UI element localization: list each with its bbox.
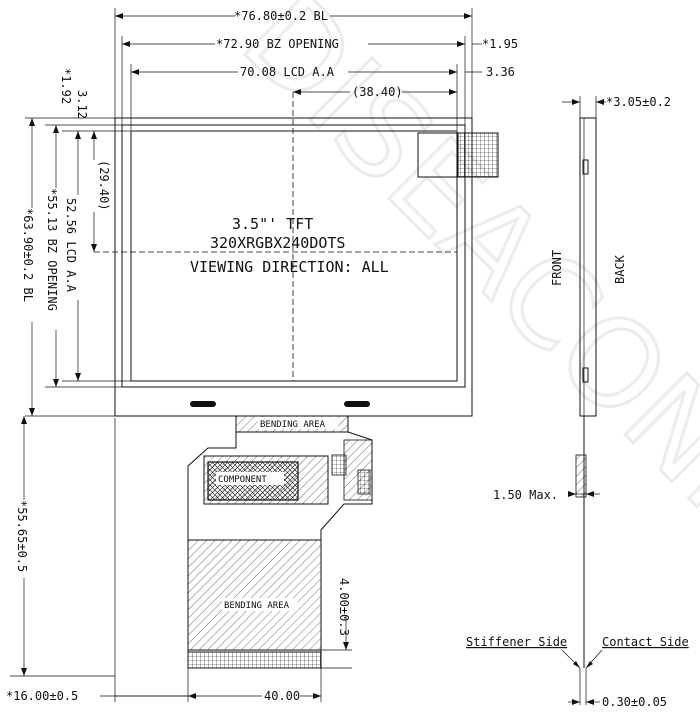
- bending-area-bottom-label: BENDING AREA: [224, 601, 290, 611]
- fpc-bending-area-top: BENDING AREA: [235, 415, 349, 433]
- top-offset-1-label: *1.92: [59, 68, 73, 104]
- dim-bl-height: *63.90±0.2 BL: [21, 118, 115, 417]
- component-area: COMPONENT: [207, 454, 371, 501]
- bl-width-label: *76.80±0.2 BL: [234, 9, 328, 23]
- component-label: COMPONENT: [218, 475, 267, 485]
- bezel-opening: [121, 124, 466, 388]
- right-offset-2-label: 3.36: [486, 65, 515, 79]
- back-label: BACK: [613, 254, 627, 284]
- bz-opening-height-label: *55.13 BZ OPENING: [45, 188, 59, 311]
- fpc-bending-area-bottom: BENDING AREA: [187, 539, 322, 669]
- dim-component-height: 1.50 Max.: [493, 488, 600, 502]
- fpc-length-label: *55.65±0.5: [15, 500, 29, 572]
- fpc-offset-label: *16.00±0.5: [6, 689, 78, 703]
- right-offset-1-label: *1.95: [482, 37, 518, 51]
- side-labels: Stiffener Side Contact Side 0.30±0.05: [466, 635, 689, 709]
- front-label: FRONT: [550, 250, 564, 286]
- fpc-thickness-label: 0.30±0.05: [602, 695, 667, 709]
- dim-left-offsets: *1.92 3.12: [25, 68, 131, 132]
- lcd-aa-width-label: 70.08 LCD A.A: [240, 65, 335, 79]
- side-view: *3.05±0.2 FRONT BACK: [550, 95, 671, 668]
- panel-size-label: 3.5"' TFT: [232, 215, 313, 233]
- panel-resolution-label: 320XRGBX240DOTS: [210, 234, 345, 252]
- dim-center-offset-y: (29.40): [91, 131, 111, 252]
- stiffener-side-label: Stiffener Side: [466, 635, 567, 649]
- dim-right-offset-1: *1.95: [472, 37, 518, 51]
- dim-fpc-length: *55.65±0.5: [10, 416, 115, 677]
- component-height-label: 1.50 Max.: [493, 488, 558, 502]
- lcd-active-area: [94, 92, 458, 382]
- viewing-direction-label: VIEWING DIRECTION: ALL: [190, 258, 389, 276]
- top-offset-2-label: 3.12: [75, 90, 89, 119]
- contact-side-label: Contact Side: [602, 635, 689, 649]
- dim-fpc-tail: 4.00±0.3: [321, 578, 352, 669]
- bl-height-label: *63.90±0.2 BL: [21, 208, 35, 302]
- panel-labels: 3.5"' TFT 320XRGBX240DOTS VIEWING DIRECT…: [190, 215, 389, 276]
- center-offset-y-label: (29.40): [97, 160, 111, 211]
- connector-pad: [417, 132, 499, 178]
- dim-bz-opening-width: *72.90 BZ OPENING: [121, 36, 466, 125]
- center-offset-x-label: (38.40): [352, 85, 403, 99]
- dim-center-offset-x: (38.40): [293, 85, 457, 99]
- thickness-label: *3.05±0.2: [606, 95, 671, 109]
- dim-fpc-width: 40.00 *16.00±0.5: [6, 418, 322, 703]
- dim-lcd-aa-height: 52.56 LCD A.A: [62, 131, 131, 382]
- dim-lcd-aa-width: 70.08 LCD A.A 3.36: [130, 64, 515, 130]
- lcd-aa-height-label: 52.56 LCD A.A: [64, 198, 78, 293]
- fpc-tail-label: 4.00±0.3: [337, 578, 351, 636]
- fpc-width-label: 40.00: [264, 689, 300, 703]
- bending-area-top-label: BENDING AREA: [260, 420, 326, 430]
- dim-bl-width: *76.80±0.2 BL: [114, 8, 473, 118]
- mounting-slots: [190, 401, 370, 407]
- dim-bz-opening-height: *55.13 BZ OPENING: [45, 125, 122, 388]
- bz-opening-width-label: *72.90 BZ OPENING: [216, 37, 339, 51]
